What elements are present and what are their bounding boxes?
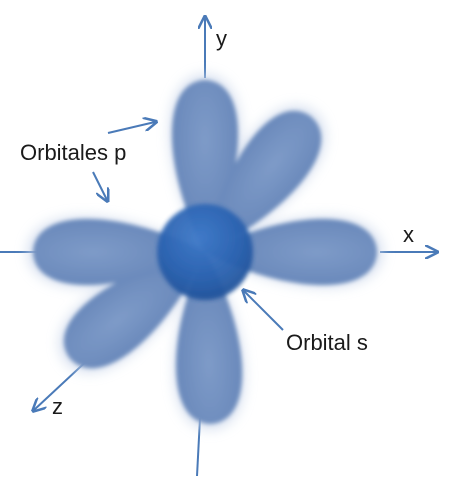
y-axis-neg-line	[196, 417, 201, 477]
y-axis-label: y	[216, 26, 227, 51]
x-axis-label: x	[403, 222, 414, 247]
s-orbital-sphere	[157, 204, 253, 300]
p-orbital-arrow-upper	[107, 122, 155, 134]
p-orbital-arrow-lower	[92, 171, 107, 200]
p-orbitals-label: Orbitales p	[20, 140, 127, 165]
s-orbital-arrow	[244, 291, 284, 331]
z-axis-label: z	[52, 394, 63, 419]
s-orbital-label: Orbital s	[286, 330, 368, 355]
